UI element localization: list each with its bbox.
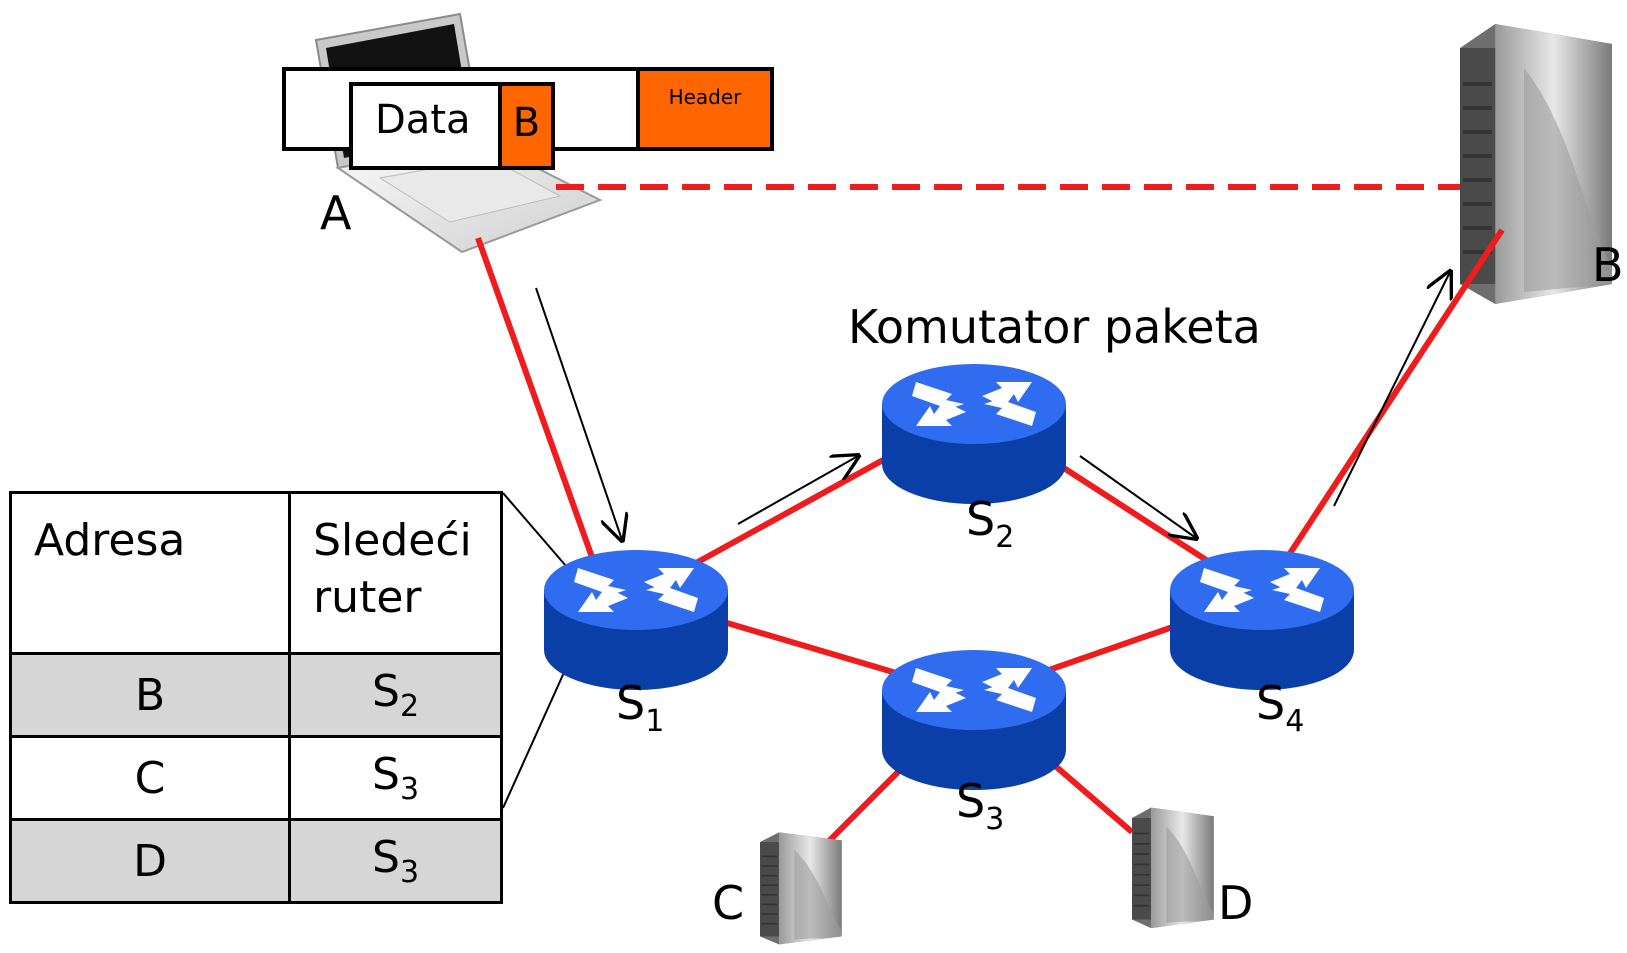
link-a-s1 [475,236,596,562]
header-address: Adresa [8,491,292,655]
link-s4-b [1259,228,1505,598]
packet-header: Header [636,67,774,151]
flow-arrows [535,272,1450,540]
host-b-label: B [1592,238,1624,292]
row-next-router: S3 [288,735,503,821]
row-next-router: S2 [288,652,503,738]
arrow-s2-s4 [1079,455,1196,538]
server-d-icon [1131,806,1215,929]
arrow-a-s1 [535,287,622,540]
router-s1-icon [544,550,728,690]
table-row: C S3 [8,735,503,821]
packet-data-label: Data [375,97,471,143]
server-c-icon [759,831,843,946]
row-next-router: S3 [288,818,503,904]
row-address: C [8,735,292,821]
switch-s3-label: S3 [956,774,1005,837]
router-s4-icon [1170,550,1354,690]
router-s3-icon [882,650,1066,790]
routing-table-header: Adresa Sledeći ruter [8,491,503,655]
row-address: B [8,652,292,738]
table-row: D S3 [8,818,503,904]
arrow-s1-s2 [737,456,858,525]
host-d-label: D [1218,876,1254,930]
row-address: D [8,818,292,904]
table-row: B S2 [8,652,503,738]
table-callout-lines [502,492,567,809]
network-title: Komutator paketa [848,300,1261,354]
switch-s2-label: S2 [966,492,1015,555]
router-s2-icon [882,364,1066,504]
switch-s4-label: S4 [1256,676,1305,739]
switch-s1-label: S1 [616,676,665,739]
host-c-label: C [712,876,745,930]
header-next-router: Sledeći ruter [288,491,503,655]
packet-destination: B [498,82,555,170]
host-a-label: A [320,186,352,240]
routing-table: Adresa Sledeći ruter B S2 C S3 D S3 [8,491,503,904]
arrow-s4-b [1333,272,1450,507]
